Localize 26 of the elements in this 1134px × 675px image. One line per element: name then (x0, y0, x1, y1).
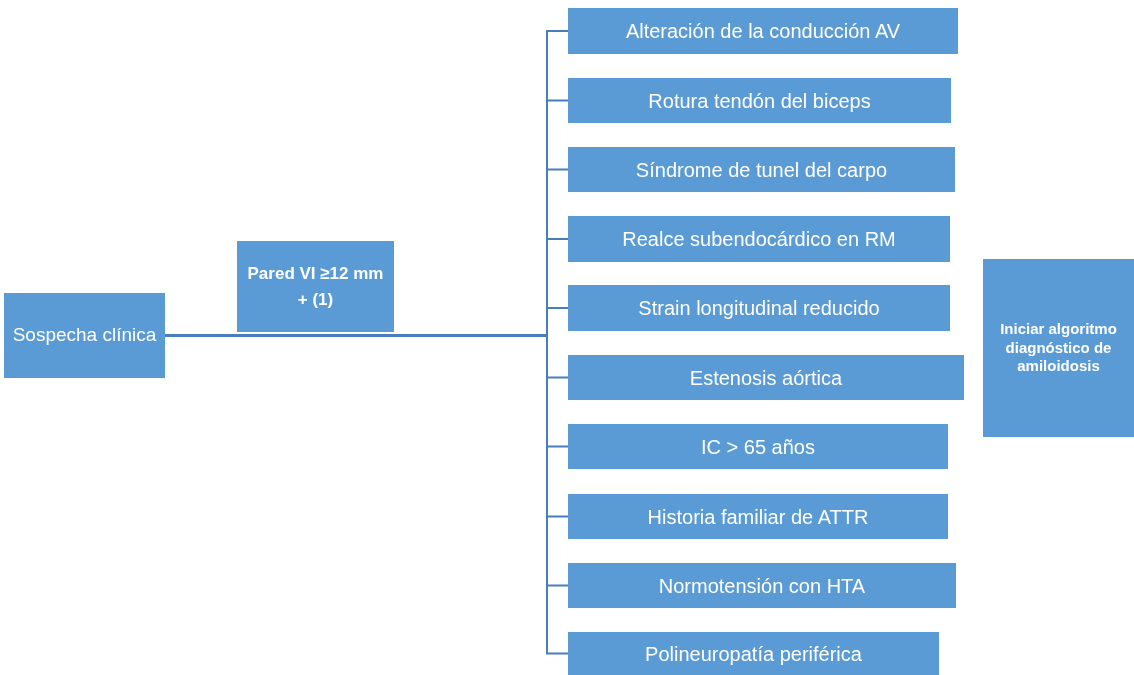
process-box (568, 147, 955, 192)
process-box (568, 8, 958, 54)
box-text: IC > 65 años (701, 434, 815, 460)
process-box (568, 78, 951, 123)
process-box (568, 632, 939, 675)
process-box (568, 494, 948, 539)
box-text: Historia familiar de ATTR (647, 504, 869, 530)
process-box (4, 293, 165, 378)
box-text: Rotura tendón del biceps (648, 88, 871, 114)
box-text: Alteración de la conducción AV (625, 19, 901, 44)
box-text: Estenosis aórtica (689, 365, 843, 391)
box-text: Sospecha clínica (12, 323, 157, 348)
process-box (568, 285, 950, 331)
box-text: Pared VI ≥12 mm + (1) (246, 263, 385, 311)
process-box (568, 216, 950, 262)
process-box (568, 424, 948, 469)
box-text: Iniciar algoritmo diagnóstico de amiloidosis (999, 319, 1118, 377)
box-text: Síndrome de tunel del carpo (635, 157, 888, 183)
box-text: Strain longitudinal reducido (638, 296, 880, 321)
process-box (237, 241, 394, 332)
process-box (568, 355, 964, 400)
box-text: Realce subendocárdico en RM (622, 227, 896, 252)
process-box (983, 259, 1134, 437)
box-text: Normotensión con HTA (658, 573, 866, 599)
box-text: Polineuropatía periférica (645, 641, 862, 667)
process-box (568, 563, 956, 608)
